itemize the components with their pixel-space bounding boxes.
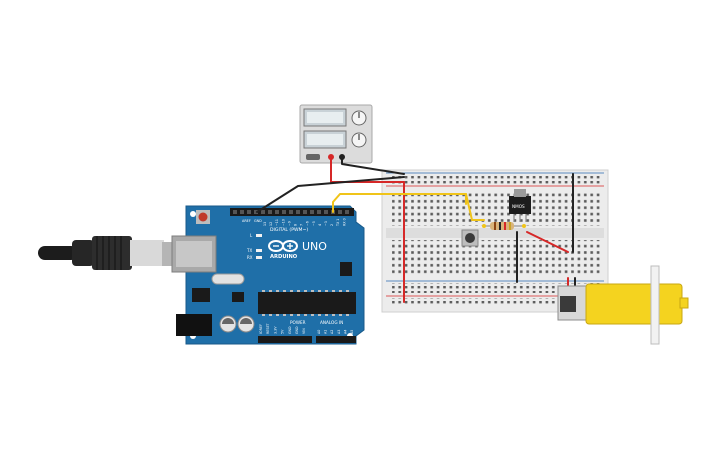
led-rx-label: RX xyxy=(247,255,253,260)
pin-label: A1 xyxy=(324,330,328,334)
pin-label: A3 xyxy=(337,330,341,334)
brand-label: ARDUINO xyxy=(270,254,298,260)
pin-label: IOREF xyxy=(259,324,263,334)
power-jack xyxy=(176,314,212,336)
pin-label: RESET xyxy=(266,322,270,334)
pin-label: 8 xyxy=(294,224,298,226)
analog-header xyxy=(316,336,356,343)
power-switch[interactable] xyxy=(306,154,320,160)
wire-arduino-gnd xyxy=(256,176,405,213)
pin-label: 7 xyxy=(300,224,304,226)
pin-label: A2 xyxy=(330,330,334,334)
pin-label: RX 0 xyxy=(342,218,346,226)
pin-label: GND xyxy=(295,326,299,334)
pin-label: ~9 xyxy=(287,221,291,226)
pin-label: ~10 xyxy=(281,219,285,226)
nmos-transistor[interactable]: NMOS xyxy=(509,189,531,222)
wire-psu-negative xyxy=(341,156,405,175)
power-header xyxy=(258,336,312,343)
pin-label: 2 xyxy=(330,224,334,226)
digital-header-label: DIGITAL (PWM~) xyxy=(270,227,308,233)
analog-header-label: ANALOG IN xyxy=(320,320,343,325)
arduino-logo-icon xyxy=(268,240,298,252)
pin-label: 13 xyxy=(263,222,267,226)
wire-drain xyxy=(526,231,569,253)
gnd-label: GND xyxy=(254,219,262,223)
led-l-label: L xyxy=(250,233,253,238)
pin-label: TX 1 xyxy=(336,219,340,227)
aref-label: AREF xyxy=(242,219,251,223)
atmega-chip xyxy=(258,292,356,314)
nmos-label: NMOS xyxy=(512,204,525,209)
pin-label: 5V xyxy=(281,329,285,334)
power-supply[interactable] xyxy=(299,104,373,164)
pin-label: 12 xyxy=(269,222,273,226)
pin-label: GND xyxy=(288,326,292,334)
resistor xyxy=(482,222,526,230)
pin-label: A4 xyxy=(343,330,347,334)
dc-gear-motor[interactable] xyxy=(557,265,689,345)
pin-label: 4 xyxy=(318,224,322,226)
pin-label: A5 xyxy=(350,330,354,334)
model-label: UNO xyxy=(302,240,327,253)
pin-label: ~3 xyxy=(324,221,328,226)
power-header-label: POWER xyxy=(290,320,306,325)
pin-label: ~11 xyxy=(275,219,279,226)
wire-psu-positive xyxy=(330,156,405,183)
pin-label: A0 xyxy=(317,330,321,334)
pin-label: VIN xyxy=(302,328,306,334)
pin-label: 3.3V xyxy=(273,326,277,334)
led-tx-label: TX xyxy=(246,248,252,253)
pin-label: ~6 xyxy=(306,221,310,226)
usb-cable xyxy=(38,236,192,270)
pin-label: ~5 xyxy=(312,221,316,226)
push-button[interactable] xyxy=(461,229,479,247)
